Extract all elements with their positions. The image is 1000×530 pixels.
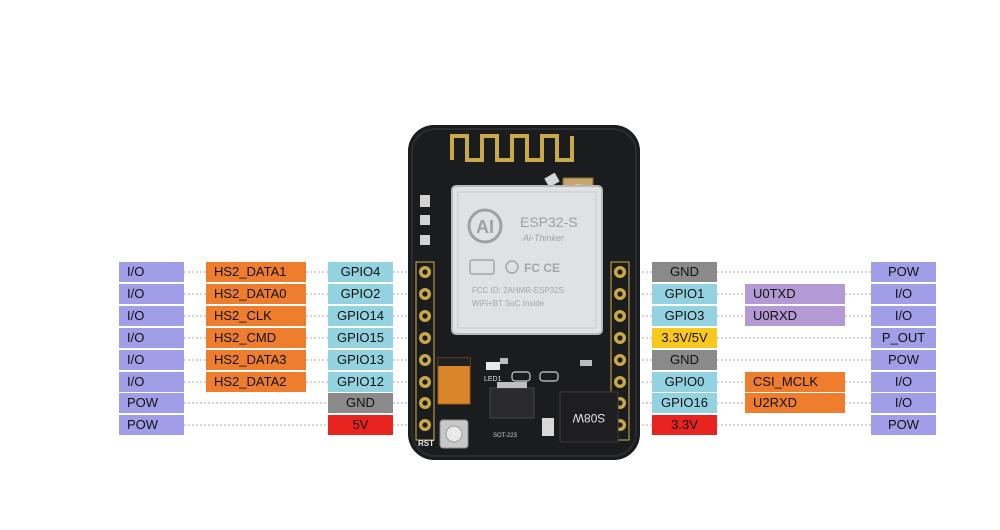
module-maker: Ai-Thinker bbox=[522, 233, 565, 243]
right-pin-gpio: GND bbox=[652, 350, 717, 370]
left-pin-type: I/O bbox=[119, 306, 184, 326]
left-pin-type: POW bbox=[119, 393, 184, 413]
left-pin-type: I/O bbox=[119, 262, 184, 282]
wifi-mark bbox=[469, 259, 495, 275]
left-pin-function: HS2_DATA3 bbox=[206, 350, 306, 370]
sot-label: SOT-223 bbox=[493, 433, 518, 439]
fcc-ce-mark: FC CE bbox=[524, 261, 560, 275]
module-fcc-id: FCC ID: 2AHMR-ESP32S bbox=[472, 286, 564, 295]
right-pin-type: POW bbox=[871, 262, 936, 282]
right-pin-gpio: GPIO1 bbox=[652, 284, 717, 304]
right-pin-function: CSI_MCLK bbox=[745, 372, 845, 392]
right-pin-type: I/O bbox=[871, 306, 936, 326]
right-pin-type: P_OUT bbox=[871, 328, 936, 348]
module-desc: WiFi+BT SoC Inside bbox=[472, 299, 545, 308]
left-pin-function: HS2_CMD bbox=[206, 328, 306, 348]
left-pin-function: HS2_DATA1 bbox=[206, 262, 306, 282]
left-pin-type: I/O bbox=[119, 284, 184, 304]
left-pin-type: POW bbox=[119, 415, 184, 435]
left-pin-gpio: GPIO15 bbox=[328, 328, 393, 348]
right-pin-type: I/O bbox=[871, 284, 936, 304]
led1 bbox=[486, 362, 500, 370]
left-pin-function: HS2_CLK bbox=[206, 306, 306, 326]
rst-label: RST bbox=[418, 439, 434, 448]
left-pin-function: HS2_DATA0 bbox=[206, 284, 306, 304]
left-pin-type: I/O bbox=[119, 328, 184, 348]
right-pin-gpio: GPIO16 bbox=[652, 393, 717, 413]
right-pin-function: U2RXD bbox=[745, 393, 845, 413]
left-pin-type: I/O bbox=[119, 350, 184, 370]
module-name: ESP32-S bbox=[520, 214, 578, 230]
right-pin-type: POW bbox=[871, 350, 936, 370]
antenna-trace bbox=[450, 134, 574, 162]
right-pin-gpio: 3.3V/5V bbox=[652, 328, 717, 348]
right-pin-type: I/O bbox=[871, 393, 936, 413]
right-pin-gpio: GPIO0 bbox=[652, 372, 717, 392]
ai-logo bbox=[467, 208, 503, 244]
right-pin-gpio: GND bbox=[652, 262, 717, 282]
left-pin-header bbox=[415, 261, 435, 441]
right-pin-function: U0TXD bbox=[745, 284, 845, 304]
chip-label: S08W bbox=[572, 411, 605, 425]
left-pin-gpio: GPIO13 bbox=[328, 350, 393, 370]
voltage-regulator bbox=[489, 387, 535, 419]
left-pin-function: HS2_DATA2 bbox=[206, 372, 306, 392]
bluetooth-mark bbox=[505, 260, 519, 274]
left-pin-gpio: 5V bbox=[328, 415, 393, 435]
right-pin-gpio: GPIO3 bbox=[652, 306, 717, 326]
esp32-module bbox=[451, 185, 603, 335]
left-pin-gpio: GPIO14 bbox=[328, 306, 393, 326]
left-pin-gpio: GPIO2 bbox=[328, 284, 393, 304]
ai-logo-text: AI bbox=[476, 217, 494, 237]
right-pin-gpio: 3.3V bbox=[652, 415, 717, 435]
left-pin-gpio: GPIO12 bbox=[328, 372, 393, 392]
left-pin-gpio: GND bbox=[328, 393, 393, 413]
psram-chip bbox=[559, 391, 619, 443]
right-pin-type: I/O bbox=[871, 372, 936, 392]
led-label: LED1 bbox=[484, 376, 502, 383]
right-pin-function: U0RXD bbox=[745, 306, 845, 326]
right-pin-type: POW bbox=[871, 415, 936, 435]
left-pin-gpio: GPIO4 bbox=[328, 262, 393, 282]
left-pin-type: I/O bbox=[119, 372, 184, 392]
